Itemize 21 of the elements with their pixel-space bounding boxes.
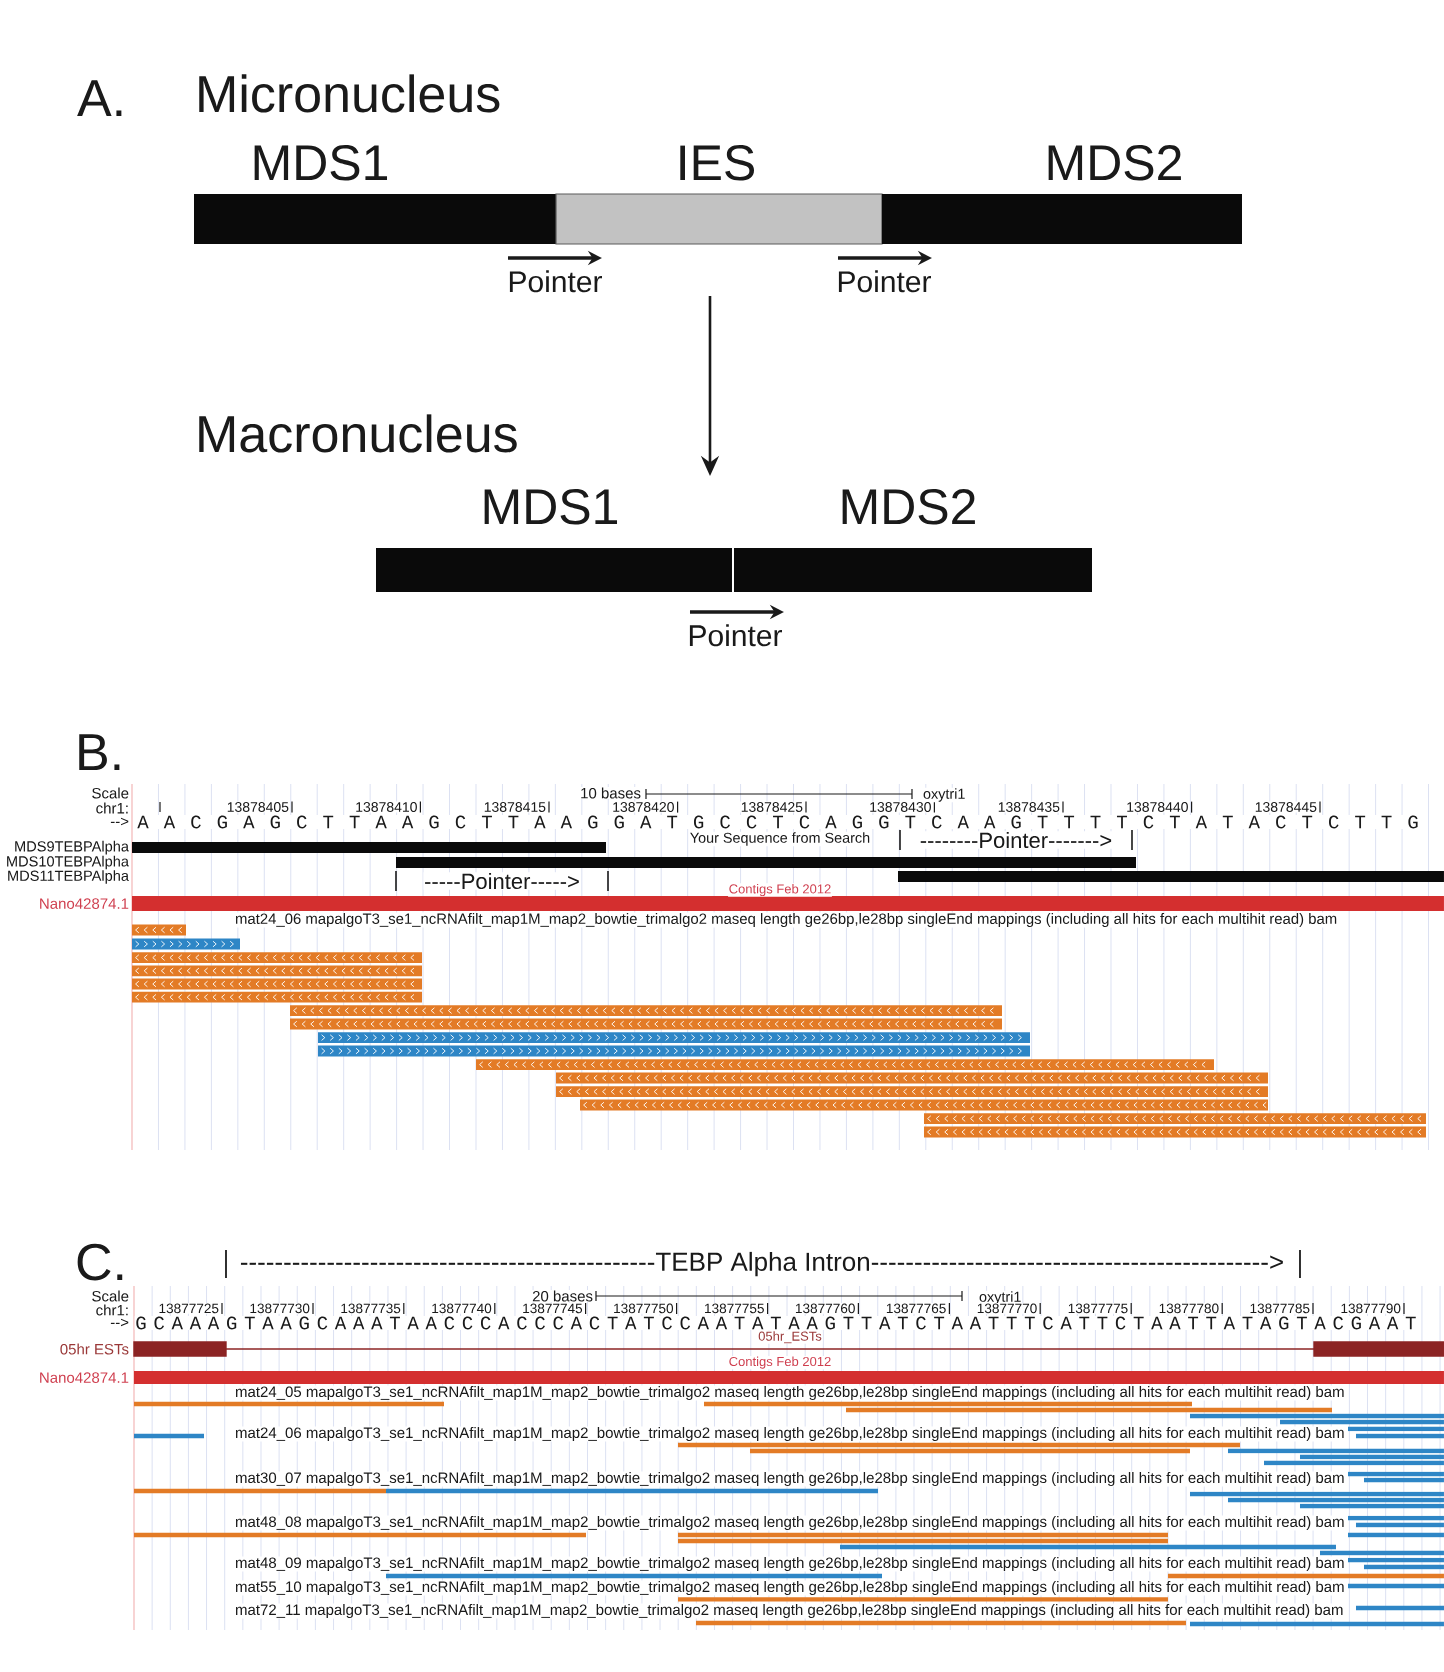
pointer-span: --------Pointer------->: [919, 831, 1113, 849]
panel-label: A.: [76, 79, 127, 117]
node-label: MDS2: [842, 489, 975, 525]
segment-bar: MDS2: [882, 145, 1242, 244]
pointer-label: Pointer: [686, 623, 784, 647]
pointer-span: -----Pointer----->: [423, 872, 581, 890]
panel-label: B.: [74, 733, 125, 771]
segment-bar: IES: [555, 145, 883, 245]
pointer-label: Pointer: [506, 269, 604, 293]
heading: Macronucleus: [194, 413, 520, 454]
node-label: IES: [680, 145, 754, 181]
node-label: MDS2: [1048, 145, 1181, 181]
node-label: MDS1: [254, 145, 388, 181]
segment-bar: MDS2: [734, 489, 1092, 592]
pointer-label: Pointer: [835, 269, 933, 293]
panel-label: C.: [74, 1243, 128, 1282]
heading: Micronucleus: [194, 73, 502, 114]
intron-span: ------------------------------------------------TEBP Alpha Intron---------------------------------------------->: [239, 1251, 1285, 1277]
node-label: MDS1: [484, 489, 618, 525]
segment-bar: MDS1: [194, 145, 556, 244]
segment-bar: MDS1: [376, 489, 732, 592]
